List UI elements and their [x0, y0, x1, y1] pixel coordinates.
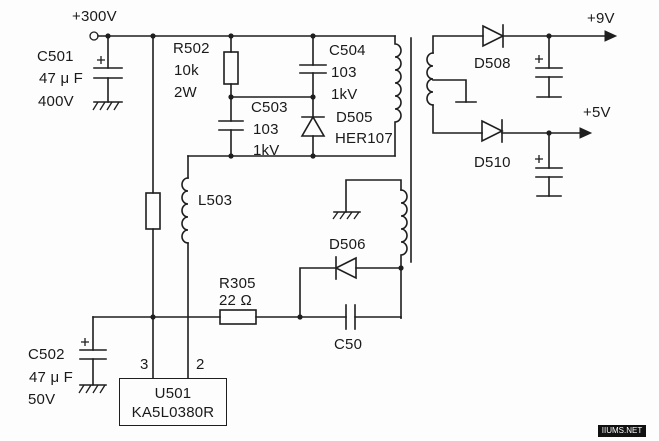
c-9v-capacitor [535, 35, 563, 98]
secondary-winding [426, 52, 434, 106]
c503-capacitor [218, 96, 244, 157]
c504-ref: C504 [329, 42, 366, 59]
d505-diode-icon [300, 96, 326, 157]
r305-ref: R305 [219, 275, 256, 292]
r305-resistor [219, 309, 257, 325]
resistor-left [145, 192, 161, 230]
c501-voltage: 400V [38, 93, 74, 110]
c501-capacitor [93, 35, 123, 103]
plus5v-arrow-icon [579, 127, 593, 139]
d508-ref: D508 [474, 55, 511, 72]
d506-diode-icon [299, 256, 402, 318]
aux-ground-icon [332, 211, 361, 220]
v300-terminal [89, 31, 99, 41]
c504-capacitor [299, 35, 327, 98]
c504-voltage: 1kV [331, 86, 358, 103]
r502-power: 2W [174, 84, 197, 101]
supply-5v-label: +5V [583, 104, 611, 121]
supply-9v-label: +9V [587, 10, 615, 27]
c503-ref: C503 [251, 99, 288, 116]
l503-ref: L503 [198, 192, 233, 209]
primary-winding [394, 35, 402, 157]
d508-diode-icon [482, 24, 505, 48]
c-5v-capacitor [535, 132, 563, 197]
u501-ref: U501 [154, 385, 192, 402]
c501-ground-icon [92, 101, 123, 111]
aux-winding [400, 189, 408, 319]
c501-value: 47 μ F [39, 70, 84, 87]
u501-chip: U501 KA5L0380R [119, 378, 227, 426]
u501-part: KA5L0380R [131, 404, 215, 421]
c502-ref: C502 [28, 346, 65, 363]
c502-capacitor [79, 316, 107, 386]
l503-inductor [181, 177, 189, 244]
d510-diode-icon [481, 119, 504, 143]
r305-value: 22 Ω [219, 292, 252, 309]
d506-ref: D506 [329, 236, 366, 253]
r502-value: 10k [174, 62, 199, 79]
c501-ref: C501 [37, 48, 74, 65]
supply-300v-label: +300V [72, 8, 117, 25]
d505-ref: D505 [336, 109, 373, 126]
c502-ground-icon [78, 384, 107, 394]
d510-ref: D510 [474, 154, 511, 171]
c502-voltage: 50V [28, 391, 56, 408]
u501-pin3: 3 [140, 356, 149, 373]
c50-capacitor [345, 304, 402, 330]
plus9v-arrow-icon [604, 30, 618, 42]
d505-part: HER107 [335, 130, 393, 147]
c50-ref: C50 [334, 336, 363, 353]
watermark: IIUMS.NET [598, 425, 646, 437]
c503-value: 103 [253, 121, 279, 138]
c503-voltage: 1kV [253, 142, 280, 159]
u501-pin2: 2 [196, 356, 205, 373]
r502-resistor [223, 51, 239, 85]
c504-value: 103 [331, 64, 357, 81]
c502-value: 47 μ F [29, 369, 74, 386]
r502-ref: R502 [173, 40, 210, 57]
